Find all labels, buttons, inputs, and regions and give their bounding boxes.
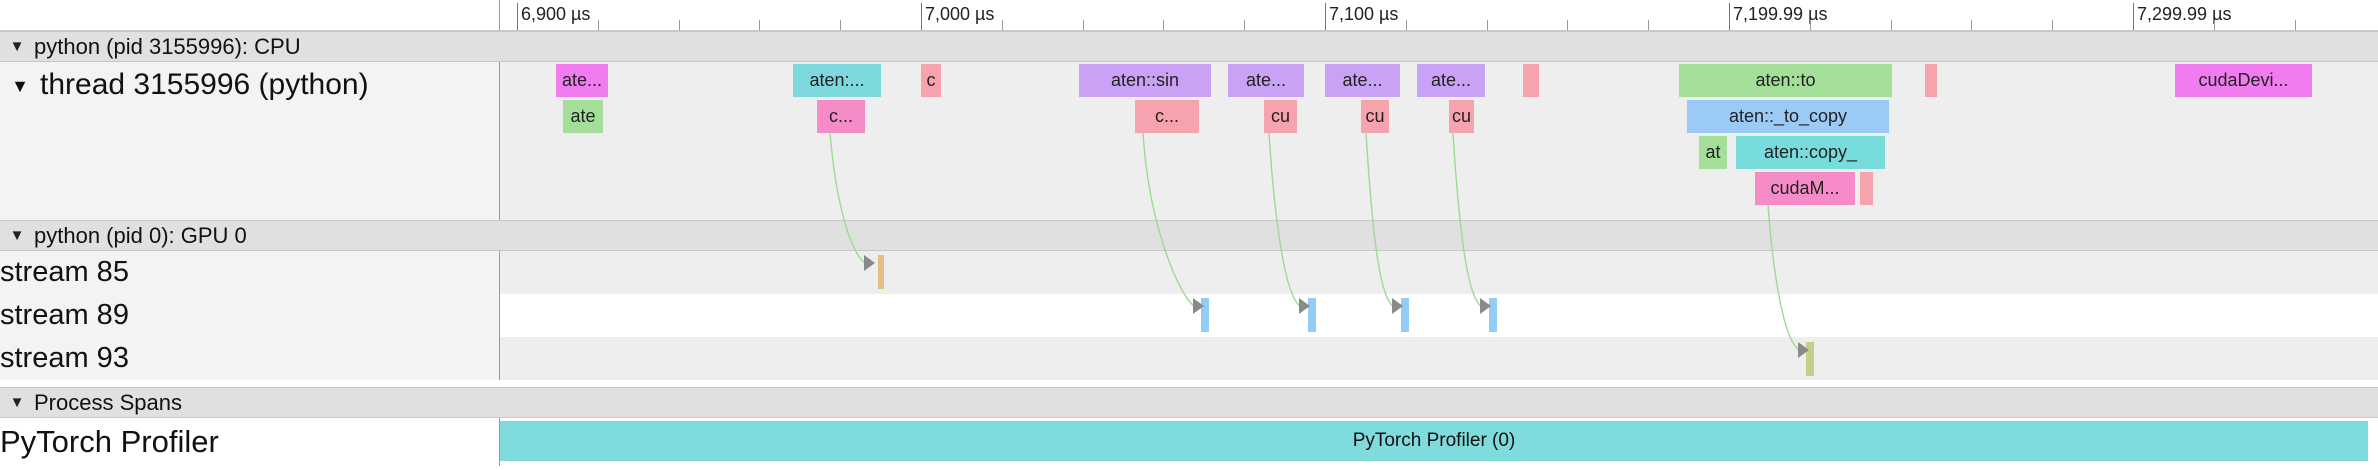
spans-header[interactable]: ▼ Process Spans	[0, 387, 2378, 418]
cpu-slice[interactable]: at	[1699, 136, 1727, 169]
chevron-down-icon[interactable]: ▼	[9, 394, 25, 411]
stream-93-name: stream 93	[0, 342, 129, 374]
cpu-slice[interactable]: cu	[1361, 100, 1389, 133]
stream-93-label[interactable]: stream 93	[0, 337, 500, 380]
cpu-slice[interactable]: ate...	[1228, 64, 1304, 97]
ruler-minor-tick	[1648, 20, 1650, 30]
cpu-slice[interactable]: ate...	[1417, 64, 1485, 97]
time-ruler[interactable]: 6,900 µs 7,000 µs 7,100 µs 7,199.99 µs 7,299…	[0, 0, 2378, 31]
kernel-stream89-d[interactable]	[1489, 298, 1497, 332]
cpu-slice[interactable]: cu	[1449, 100, 1474, 133]
ruler-minor-tick	[2294, 20, 2296, 30]
ruler-minor-tick	[1890, 20, 1892, 30]
spans-title: Process Spans	[34, 389, 182, 415]
ruler-tick-label: 7,000 µs	[925, 4, 995, 24]
kernel-stream89-b[interactable]	[1308, 298, 1316, 332]
chevron-down-icon[interactable]: ▼	[9, 38, 25, 55]
ruler-minor-tick	[597, 20, 599, 30]
kernel-stream89-a[interactable]	[1201, 298, 1209, 332]
ruler-minor-tick	[1163, 20, 1165, 30]
ruler-tick-label: 7,299.99 µs	[2137, 4, 2232, 24]
stream-89-name: stream 89	[0, 299, 129, 331]
ruler-minor-tick	[1244, 20, 1246, 30]
cpu-slice[interactable]: c	[921, 64, 941, 97]
ruler-minor-tick	[678, 20, 680, 30]
cpu-slice[interactable]: cudaDevi...	[2175, 64, 2312, 97]
ruler-minor-tick	[840, 20, 842, 30]
ruler-major-tick	[2133, 3, 2134, 30]
stream-89-track[interactable]	[500, 294, 2378, 337]
ruler-minor-tick	[1405, 20, 1407, 30]
cpu-slice[interactable]: aten::sin	[1079, 64, 1211, 97]
ruler-major-tick	[921, 3, 922, 30]
gpu-process-header[interactable]: ▼ python (pid 0): GPU 0	[0, 220, 2378, 251]
ruler-tick-label: 6,900 µs	[521, 4, 591, 24]
thread-track-label[interactable]: ▼ thread 3155996 (python)	[0, 62, 500, 220]
ruler-minor-tick	[1971, 20, 1973, 30]
profiler-track[interactable]: PyTorch Profiler (0)	[500, 418, 2378, 466]
cpu-slice[interactable]: ate	[563, 100, 603, 133]
cpu-slice[interactable]	[1860, 172, 1873, 205]
kernel-stream89-c[interactable]	[1401, 298, 1409, 332]
chevron-down-icon[interactable]: ▼	[9, 227, 25, 244]
stream-89-label[interactable]: stream 89	[0, 294, 500, 337]
kernel-stream93[interactable]	[1806, 342, 1814, 376]
ruler-major-tick	[1325, 3, 1326, 30]
cpu-slice[interactable]: cu	[1264, 100, 1297, 133]
ruler-minor-tick	[1567, 20, 1569, 30]
cpu-slice[interactable]: aten::to	[1679, 64, 1892, 97]
cpu-slice[interactable]: aten:...	[793, 64, 881, 97]
cpu-slice[interactable]: aten::_to_copy	[1687, 100, 1889, 133]
thread-name: thread 3155996 (python)	[40, 68, 369, 101]
cpu-slice[interactable]: aten::copy_	[1736, 136, 1885, 169]
ruler-minor-tick	[2052, 20, 2054, 30]
chevron-down-icon[interactable]: ▼	[11, 76, 29, 96]
ruler-minor-tick	[759, 20, 761, 30]
ruler-tick-label: 7,199.99 µs	[1733, 4, 1828, 24]
cpu-process-header[interactable]: ▼ python (pid 3155996): CPU	[0, 31, 2378, 62]
stream-85-label[interactable]: stream 85	[0, 251, 500, 294]
ruler-minor-tick	[1809, 20, 1811, 30]
ruler-minor-tick	[1486, 20, 1488, 30]
cpu-slice[interactable]: c...	[817, 100, 865, 133]
ruler-minor-tick	[2213, 20, 2215, 30]
cpu-slice[interactable]: ate...	[556, 64, 608, 97]
ruler-tick-label: 7,100 µs	[1329, 4, 1399, 24]
cpu-slice[interactable]	[1523, 64, 1539, 97]
profiler-track-label[interactable]: PyTorch Profiler	[0, 418, 500, 466]
stream-85-name: stream 85	[0, 256, 129, 288]
ruler-major-tick	[1729, 3, 1730, 30]
stream-93-track[interactable]	[500, 337, 2378, 380]
cpu-slice[interactable]	[1925, 64, 1937, 97]
profiler-span-label: PyTorch Profiler (0)	[1352, 430, 1516, 451]
cpu-process-title: python (pid 3155996): CPU	[34, 33, 301, 59]
cpu-slice[interactable]: cudaM...	[1755, 172, 1855, 205]
profiler-span[interactable]: PyTorch Profiler (0)	[500, 421, 2368, 461]
ruler-major-tick	[517, 3, 518, 30]
thread-track-area[interactable]: ate... aten:... c aten::sin ate... ate... ate.…	[500, 62, 2378, 220]
kernel-stream85[interactable]	[878, 255, 884, 289]
ruler-minor-tick	[1001, 20, 1003, 30]
ruler-minor-tick	[1082, 20, 1084, 30]
cpu-slice[interactable]: c...	[1135, 100, 1199, 133]
stream-85-track[interactable]	[500, 251, 2378, 294]
profiler-name: PyTorch Profiler	[0, 424, 219, 459]
gpu-process-title: python (pid 0): GPU 0	[34, 222, 247, 248]
cpu-slice[interactable]: ate...	[1325, 64, 1400, 97]
ruler-label-spacer	[0, 0, 500, 30]
